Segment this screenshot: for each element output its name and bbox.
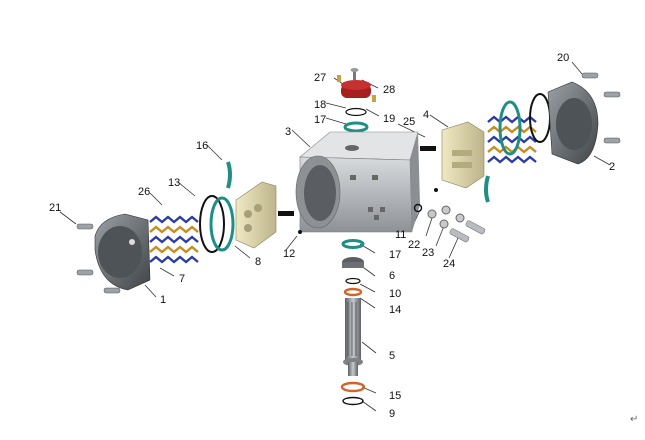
callout-25: 25 bbox=[403, 116, 416, 128]
callout-21: 21 bbox=[49, 202, 62, 214]
callout-20: 20 bbox=[557, 52, 570, 64]
callout-10: 10 bbox=[389, 288, 402, 300]
callout-8: 8 bbox=[255, 256, 262, 268]
callout-6: 6 bbox=[389, 270, 396, 282]
callout-19: 19 bbox=[383, 113, 396, 125]
side-hardware bbox=[413, 203, 486, 243]
callout-13: 13 bbox=[168, 177, 181, 189]
right-bolts bbox=[581, 72, 621, 144]
right-springs bbox=[487, 115, 537, 164]
right-end-cap bbox=[547, 81, 599, 165]
callout-12: 12 bbox=[283, 248, 296, 260]
callout-15: 15 bbox=[389, 390, 402, 402]
indicator-assembly bbox=[337, 68, 376, 133]
paragraph-return-mark: ↵ bbox=[630, 414, 639, 425]
actuator-body bbox=[295, 131, 420, 233]
callout-14: 14 bbox=[389, 304, 402, 316]
left-end-cap bbox=[94, 213, 151, 291]
callout-9: 9 bbox=[389, 408, 396, 420]
callout-18: 18 bbox=[314, 99, 327, 111]
callout-5: 5 bbox=[389, 350, 396, 362]
callout-3: 3 bbox=[285, 126, 292, 138]
callout-24: 24 bbox=[443, 258, 456, 270]
callout-26: 26 bbox=[138, 186, 151, 198]
left-piston bbox=[235, 181, 302, 249]
left-springs bbox=[149, 215, 199, 264]
callout-28: 28 bbox=[383, 84, 396, 96]
right-piston bbox=[420, 121, 485, 192]
callout-23: 23 bbox=[422, 247, 435, 259]
callout-22: 22 bbox=[408, 239, 421, 251]
callout-4: 4 bbox=[423, 109, 430, 121]
callout-1: 1 bbox=[160, 294, 167, 306]
callout-11: 11 bbox=[395, 229, 407, 241]
callout-7: 7 bbox=[179, 273, 186, 285]
callout-27: 27 bbox=[314, 72, 327, 84]
callout-2: 2 bbox=[609, 161, 616, 173]
pinion-stack bbox=[340, 239, 366, 406]
callout-17-lower: 17 bbox=[389, 249, 402, 261]
callout-17-upper: 17 bbox=[314, 114, 327, 126]
left-seals bbox=[199, 161, 235, 253]
callout-16: 16 bbox=[196, 140, 209, 152]
left-bolts bbox=[76, 223, 121, 294]
